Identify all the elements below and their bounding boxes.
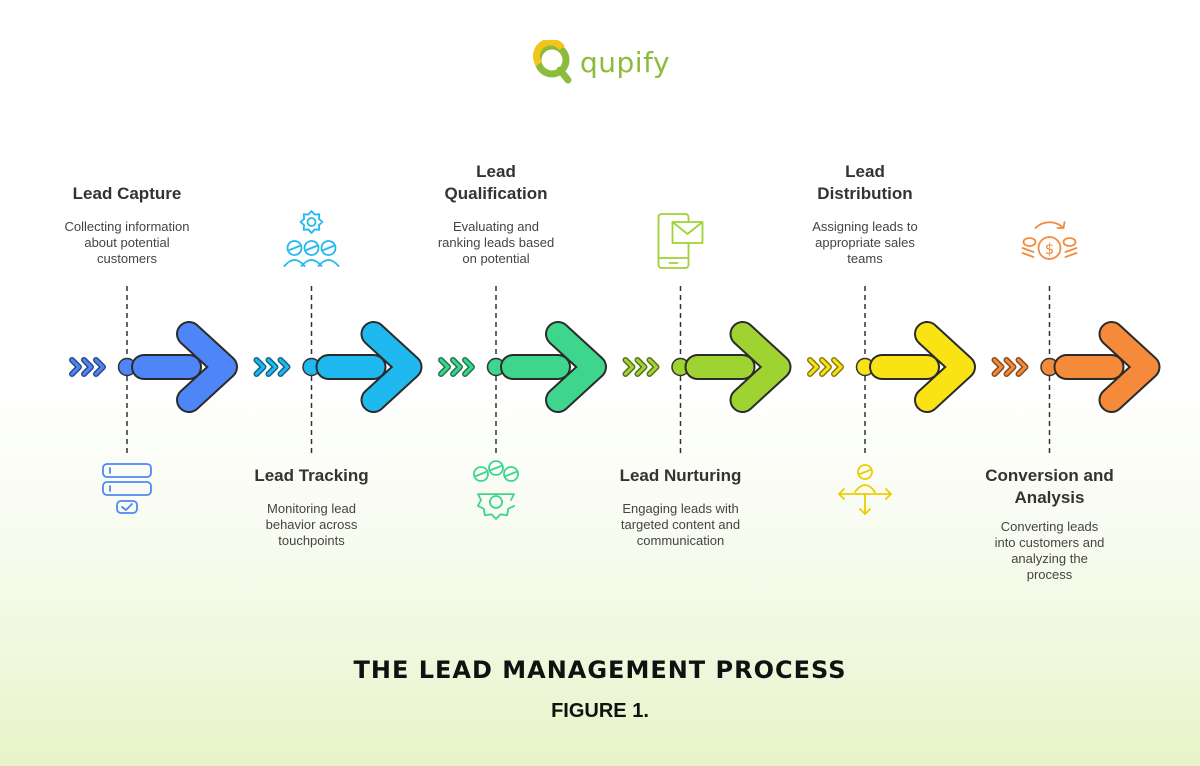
stage-title: Conversion and Analysis xyxy=(985,466,1114,507)
stage-title: Lead Qualification xyxy=(444,162,548,203)
person-arrows-icon xyxy=(838,464,892,515)
diagram-title: THE LEAD MANAGEMENT PROCESS xyxy=(353,656,847,684)
form-checklist-icon xyxy=(102,463,152,514)
stage-description: Collecting information about potential c… xyxy=(64,219,190,266)
mobile-mail-icon xyxy=(657,213,704,269)
stage-description: Engaging leads with targeted content and… xyxy=(620,501,741,548)
stage-description: Assigning leads to appropriate sales tea… xyxy=(812,219,918,266)
logo-text: qupify xyxy=(580,46,671,79)
stage-title: Lead Distribution xyxy=(817,162,913,203)
stage-description: Monitoring lead behavior across touchpoi… xyxy=(265,501,358,548)
figure-caption: FIGURE 1. xyxy=(551,700,649,722)
stage-title: Lead Tracking xyxy=(254,466,369,485)
qupify-logo: qupify xyxy=(532,40,672,88)
stage-title: Lead Capture xyxy=(72,184,182,203)
gear-people-icon xyxy=(283,210,340,267)
dollar-cycle-icon: $ xyxy=(1021,221,1078,260)
people-gear-icon xyxy=(473,460,519,520)
stage-title: Lead Nurturing xyxy=(619,466,742,485)
svg-text:$: $ xyxy=(1045,240,1055,258)
stage-description: Evaluating and ranking leads based on po… xyxy=(437,219,555,266)
qupify-logo-icon xyxy=(533,40,572,84)
process-diagram: $ xyxy=(69,210,1161,520)
stage-description: Converting leads into customers and anal… xyxy=(994,519,1105,582)
